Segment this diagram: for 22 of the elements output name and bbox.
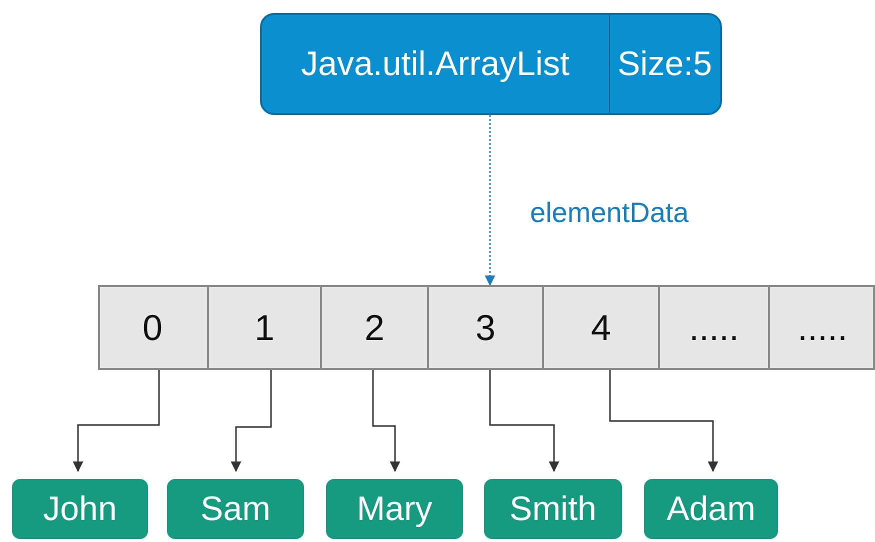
connector-arrow — [484, 115, 496, 286]
array-cell: 4 — [544, 285, 660, 370]
value-box: Smith — [484, 479, 622, 539]
array-cell: 3 — [429, 285, 544, 370]
array-cell: ..... — [770, 285, 875, 370]
array-cell: ..... — [660, 285, 770, 370]
box-label: Java.util.ArrayList — [262, 15, 610, 113]
array-bar — [98, 285, 875, 370]
connector-arrow — [609, 370, 718, 472]
array-cell: 1 — [209, 285, 322, 370]
connector-arrow — [72, 370, 160, 472]
array-cell: 0 — [98, 285, 209, 370]
connector-arrow — [372, 370, 400, 472]
box-label: Size:5 — [616, 44, 713, 84]
value-box: Mary — [326, 479, 463, 539]
value-box: Sam — [167, 479, 304, 539]
value-box: Adam — [644, 479, 778, 539]
value-box: John — [12, 479, 148, 539]
class-box — [260, 13, 722, 115]
connector-arrow — [230, 370, 272, 472]
array-cell: 2 — [322, 285, 429, 370]
connector-arrow — [489, 370, 560, 472]
